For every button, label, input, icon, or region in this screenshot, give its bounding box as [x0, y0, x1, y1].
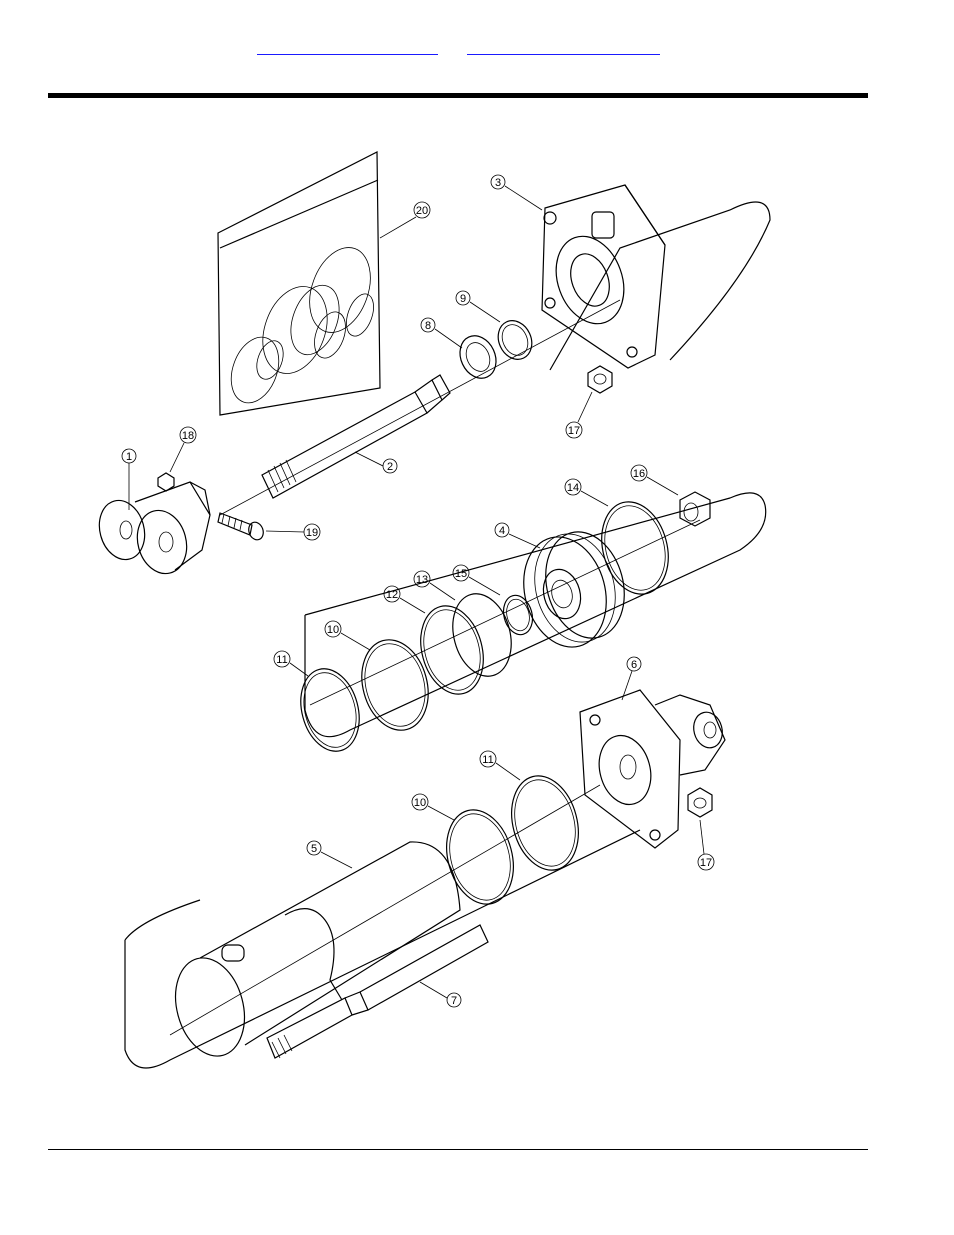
svg-text:5: 5 [311, 843, 317, 855]
svg-text:15: 15 [455, 568, 467, 580]
svg-text:4: 4 [499, 525, 505, 537]
piston [512, 523, 636, 656]
head-group-outline [550, 202, 770, 370]
svg-text:7: 7 [451, 995, 457, 1007]
svg-text:3: 3 [495, 177, 501, 189]
svg-text:10: 10 [414, 797, 426, 809]
header-link-1[interactable] [257, 40, 438, 55]
piston-nut [680, 492, 710, 526]
clevis-bolt [218, 513, 266, 542]
svg-text:12: 12 [386, 589, 398, 601]
svg-text:11: 11 [276, 654, 287, 666]
piston-o-ring [411, 599, 492, 701]
rod-clevis [93, 482, 210, 579]
svg-text:6: 6 [631, 659, 637, 671]
svg-text:10: 10 [327, 624, 339, 636]
svg-text:16: 16 [633, 468, 645, 480]
svg-text:17: 17 [700, 857, 712, 869]
cylinder-barrel [165, 842, 460, 1064]
svg-text:13: 13 [416, 574, 428, 586]
tie-rod [267, 925, 488, 1058]
axis-line-lower [170, 785, 600, 1035]
svg-text:19: 19 [306, 527, 318, 539]
wiper-ring [492, 315, 538, 365]
svg-text:17: 17 [568, 425, 580, 437]
piston-rod [262, 375, 450, 498]
wear-ring-piston [292, 662, 368, 758]
header-links [0, 40, 954, 60]
callout-markers: 1 2 3 4 5 6 7 8 9 10 10 11 11 [122, 175, 714, 1007]
barrel-group-outline [125, 830, 640, 1068]
hex-nut-upper [588, 366, 612, 393]
svg-text:11: 11 [482, 754, 493, 766]
exploded-parts-diagram: 1 2 3 4 5 6 7 8 9 10 10 11 11 [80, 130, 800, 1090]
hex-nut-lower [688, 788, 712, 817]
svg-text:14: 14 [567, 482, 579, 494]
top-rule [48, 93, 868, 98]
svg-text:20: 20 [416, 205, 428, 217]
bottom-rule [48, 1149, 868, 1150]
svg-text:2: 2 [387, 461, 393, 473]
seal-kit-bag [218, 152, 381, 415]
svg-text:9: 9 [460, 293, 466, 305]
cylinder-base [580, 690, 726, 848]
svg-text:1: 1 [126, 451, 132, 463]
axis-line-upper [220, 300, 620, 515]
svg-text:18: 18 [182, 430, 194, 442]
axis-line-middle [310, 520, 700, 705]
backup-ring-lower [437, 802, 524, 911]
svg-text:8: 8 [425, 320, 431, 332]
header-link-2[interactable] [467, 40, 660, 55]
